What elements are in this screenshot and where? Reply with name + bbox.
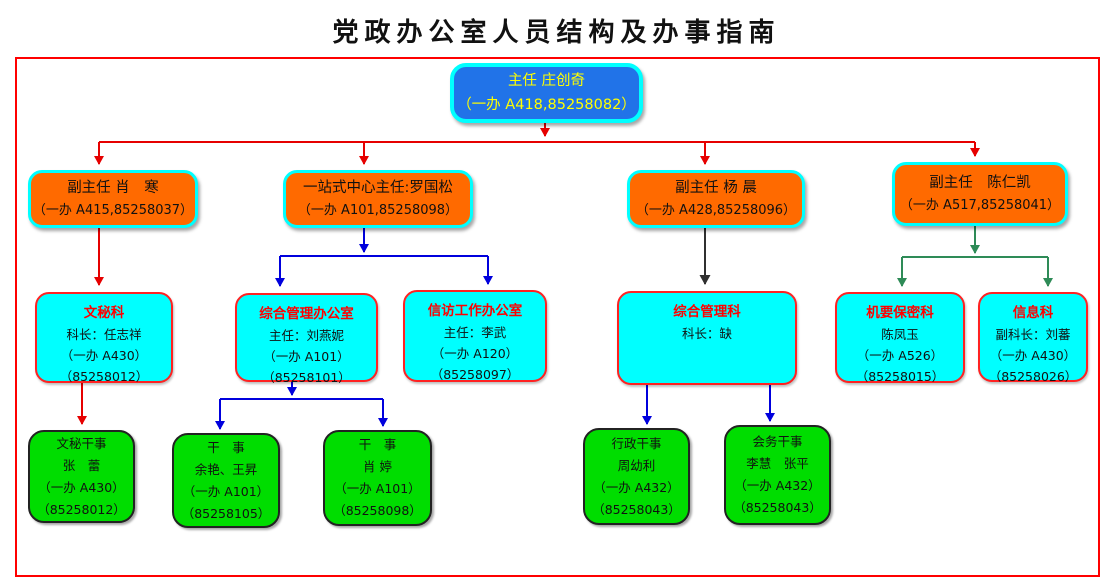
node-sec-zongheke-title: 综合管理科 [673, 304, 741, 320]
node-sec-xinxi-chief: 副科长：刘蕃 [995, 327, 1071, 342]
node-sec-xinfang-room: （一办 A120） [431, 346, 519, 361]
node-sec-wenmi-chief: 科长：任志祥 [66, 327, 142, 342]
node-deputy-chen-contact: （一办 A517,85258041） [899, 198, 1061, 213]
node-deputy-yang: 副主任 杨 晨 （一办 A428,85258096） [627, 170, 805, 228]
node-sec-zongheke-chief: 科长：缺 [681, 326, 732, 341]
node-staff-wenmi: 文秘干事 张 蕾 （一办 A430） （85258012） [28, 430, 135, 523]
node-staff-xingzheng-name: 周幼利 [617, 457, 656, 473]
node-deputy-xiao-name: 副主任 肖 寒 [67, 180, 159, 196]
node-staff-wenmi-phone: （85258012） [37, 501, 126, 517]
node-staff-ganshi2-phone: （85258098） [333, 503, 422, 518]
node-sec-xinfang-title: 信访工作办公室 [427, 303, 523, 319]
node-staff-xingzheng-phone: （85258043） [592, 501, 681, 517]
node-staff-ganshi1-role: 干 事 [207, 439, 245, 455]
node-staff-ganshi2-room: （一办 A101） [334, 481, 421, 496]
node-sec-xinfang-phone: （85258097） [430, 367, 520, 382]
node-sec-zongheban: 综合管理办公室 主任：刘燕妮 （一办 A101） （85258101） [235, 293, 378, 385]
node-staff-wenmi-name: 张 蕾 [62, 457, 101, 473]
node-staff-huiwu-phone: （85258043） [733, 500, 822, 515]
node-staff-ganshi2: 干 事 肖 婷 （一办 A101） （85258098） [323, 430, 432, 526]
node-staff-huiwu: 会务干事 李慧 张平 （一办 A432） （85258043） [724, 425, 831, 525]
node-staff-huiwu-name: 李慧 张平 [746, 456, 809, 471]
node-sec-jiyao-title: 机要保密科 [866, 305, 934, 321]
node-staff-wenmi-room: （一办 A430） [38, 479, 125, 495]
node-director: 主任 庄创奇 （一办 A418,85258082） [450, 63, 643, 123]
node-director-contact: （一办 A418,85258082） [457, 97, 636, 113]
node-deputy-chen-name: 副主任 陈仁凯 [929, 175, 1031, 191]
node-staff-xingzheng-role: 行政干事 [611, 435, 662, 451]
node-sec-wenmi-title: 文秘科 [83, 305, 125, 321]
node-sec-zongheke: 综合管理科 科长：缺 [617, 291, 797, 385]
node-sec-jiyao-room: （一办 A526） [856, 348, 944, 363]
node-sec-xinxi-phone: （85258026） [988, 369, 1078, 384]
node-onestop-luo-contact: （一办 A101,85258098） [297, 203, 459, 218]
node-onestop-luo-name: 一站式中心主任:罗国松 [303, 180, 453, 196]
node-sec-wenmi-room: （一办 A430） [60, 348, 148, 363]
node-sec-jiyao-name: 陈凤玉 [881, 327, 919, 342]
node-staff-xingzheng-room: （一办 A432） [593, 479, 680, 495]
node-staff-huiwu-room: （一办 A432） [734, 478, 821, 493]
node-deputy-xiao: 副主任 肖 寒 （一办 A415,85258037） [28, 170, 198, 228]
node-sec-jiyao-phone: （85258015） [855, 369, 945, 384]
node-sec-zongheban-phone: （85258101） [262, 370, 351, 385]
chart-border-frame [15, 57, 1100, 577]
node-deputy-yang-contact: （一办 A428,85258096） [635, 203, 797, 218]
node-sec-xinxi: 信息科 副科长：刘蕃 （一办 A430） （85258026） [978, 292, 1088, 384]
node-staff-huiwu-role: 会务干事 [752, 434, 803, 449]
node-staff-ganshi1: 干 事 余艳、王昇 （一办 A101） （85258105） [172, 433, 280, 528]
node-staff-wenmi-role: 文秘干事 [56, 435, 107, 451]
node-sec-xinfang-chief: 主任：李武 [443, 325, 507, 340]
node-staff-ganshi1-phone: （85258105） [181, 505, 271, 521]
node-sec-jiyao: 机要保密科 陈凤玉 （一办 A526） （85258015） [835, 292, 965, 384]
node-staff-ganshi1-room: （一办 A101） [182, 483, 270, 499]
node-staff-ganshi2-name: 肖 婷 [363, 459, 392, 474]
node-deputy-chen: 副主任 陈仁凯 （一办 A517,85258041） [892, 162, 1068, 226]
node-sec-wenmi-phone: （85258012） [59, 369, 149, 384]
node-director-name: 主任 庄创奇 [507, 73, 586, 89]
node-sec-zongheban-chief: 主任：刘燕妮 [268, 328, 344, 343]
node-sec-xinxi-title: 信息科 [1012, 305, 1054, 321]
node-staff-xingzheng: 行政干事 周幼利 （一办 A432） （85258043） [583, 428, 690, 525]
node-sec-wenmi: 文秘科 科长：任志祥 （一办 A430） （85258012） [35, 292, 173, 384]
node-onestop-luo: 一站式中心主任:罗国松 （一办 A101,85258098） [283, 170, 473, 228]
node-sec-xinfang: 信访工作办公室 主任：李武 （一办 A120） （85258097） [403, 290, 547, 382]
node-sec-zongheban-title: 综合管理办公室 [259, 306, 354, 322]
node-deputy-yang-name: 副主任 杨 晨 [675, 180, 757, 196]
node-staff-ganshi1-name: 余艳、王昇 [194, 461, 258, 477]
node-sec-zongheban-room: （一办 A101） [263, 349, 350, 364]
node-deputy-xiao-contact: （一办 A415,85258037） [32, 203, 194, 218]
page-title: 党政办公室人员结构及办事指南 [332, 18, 781, 48]
node-staff-ganshi2-role: 干 事 [358, 437, 397, 452]
node-sec-xinxi-room: （一办 A430） [989, 348, 1077, 363]
